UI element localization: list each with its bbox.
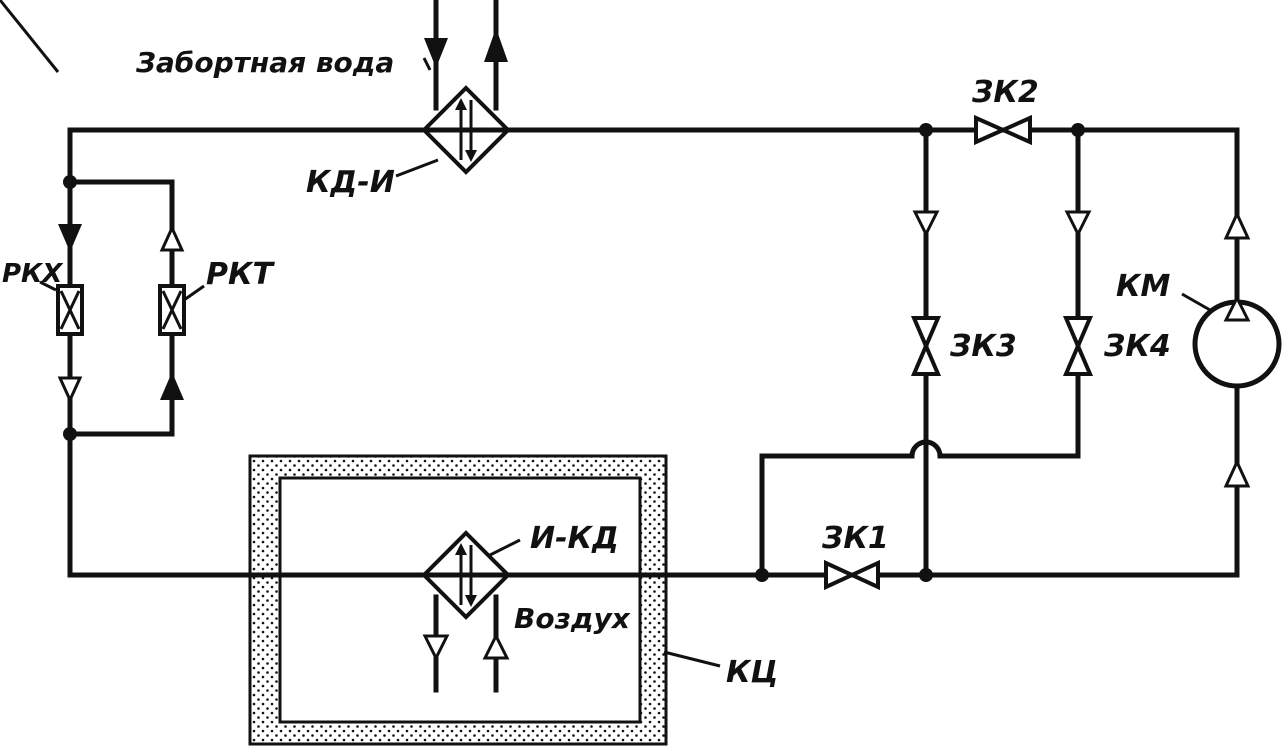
valve-rkt — [158, 284, 186, 336]
label-rkh: РКХ — [2, 259, 64, 289]
flow-arrow-up — [1223, 458, 1251, 488]
flow-arrow-up — [1223, 210, 1251, 240]
label-kd-i: КД-И — [306, 165, 395, 200]
label-kts: КЦ — [726, 655, 778, 690]
flow-arrow-down — [58, 224, 82, 252]
flow-arrow-up — [160, 372, 184, 400]
flow-arrow-down — [912, 210, 940, 238]
flow-arrow-down — [422, 634, 450, 662]
junction-node — [1071, 123, 1085, 137]
label-km: КМ — [1116, 269, 1171, 304]
label-zk1: ЗК1 — [821, 521, 889, 556]
label-i-kd: И-КД — [530, 521, 619, 556]
leader-lines — [0, 0, 1211, 668]
junction-nodes — [63, 123, 1085, 582]
valve-rkh — [56, 284, 84, 336]
flow-arrow-up — [484, 28, 508, 62]
insulated-chamber — [248, 454, 668, 746]
valve-zk3 — [910, 316, 942, 376]
labels: Забортная вода КД-И И-КД Воздух КЦ КМ РК… — [2, 46, 1171, 690]
valve-zk1 — [824, 559, 880, 591]
flow-arrow-up — [482, 632, 510, 660]
valve-zk2 — [974, 114, 1032, 146]
flow-arrow-down — [57, 376, 83, 404]
label-zk4: ЗК4 — [1103, 329, 1171, 364]
label-rkt: РКТ — [206, 257, 276, 292]
label-air: Воздух — [514, 602, 631, 635]
junction-node — [755, 568, 769, 582]
junction-node — [63, 427, 77, 441]
flow-arrow-down — [424, 38, 448, 68]
junction-node — [919, 568, 933, 582]
compressor-km — [1192, 294, 1282, 389]
junction-node — [919, 123, 933, 137]
flow-arrows — [57, 28, 1251, 662]
valve-zk4 — [1062, 316, 1094, 376]
heat-exchanger-kd-i — [421, 85, 511, 175]
junction-node — [63, 175, 77, 189]
label-seawater: Забортная вода — [135, 46, 394, 79]
label-zk2: ЗК2 — [971, 75, 1039, 110]
flow-arrow-down — [1064, 210, 1092, 238]
flow-arrow-up — [159, 224, 185, 252]
heat-exchanger-i-kd — [421, 530, 511, 620]
label-zk3: ЗК3 — [949, 329, 1017, 364]
